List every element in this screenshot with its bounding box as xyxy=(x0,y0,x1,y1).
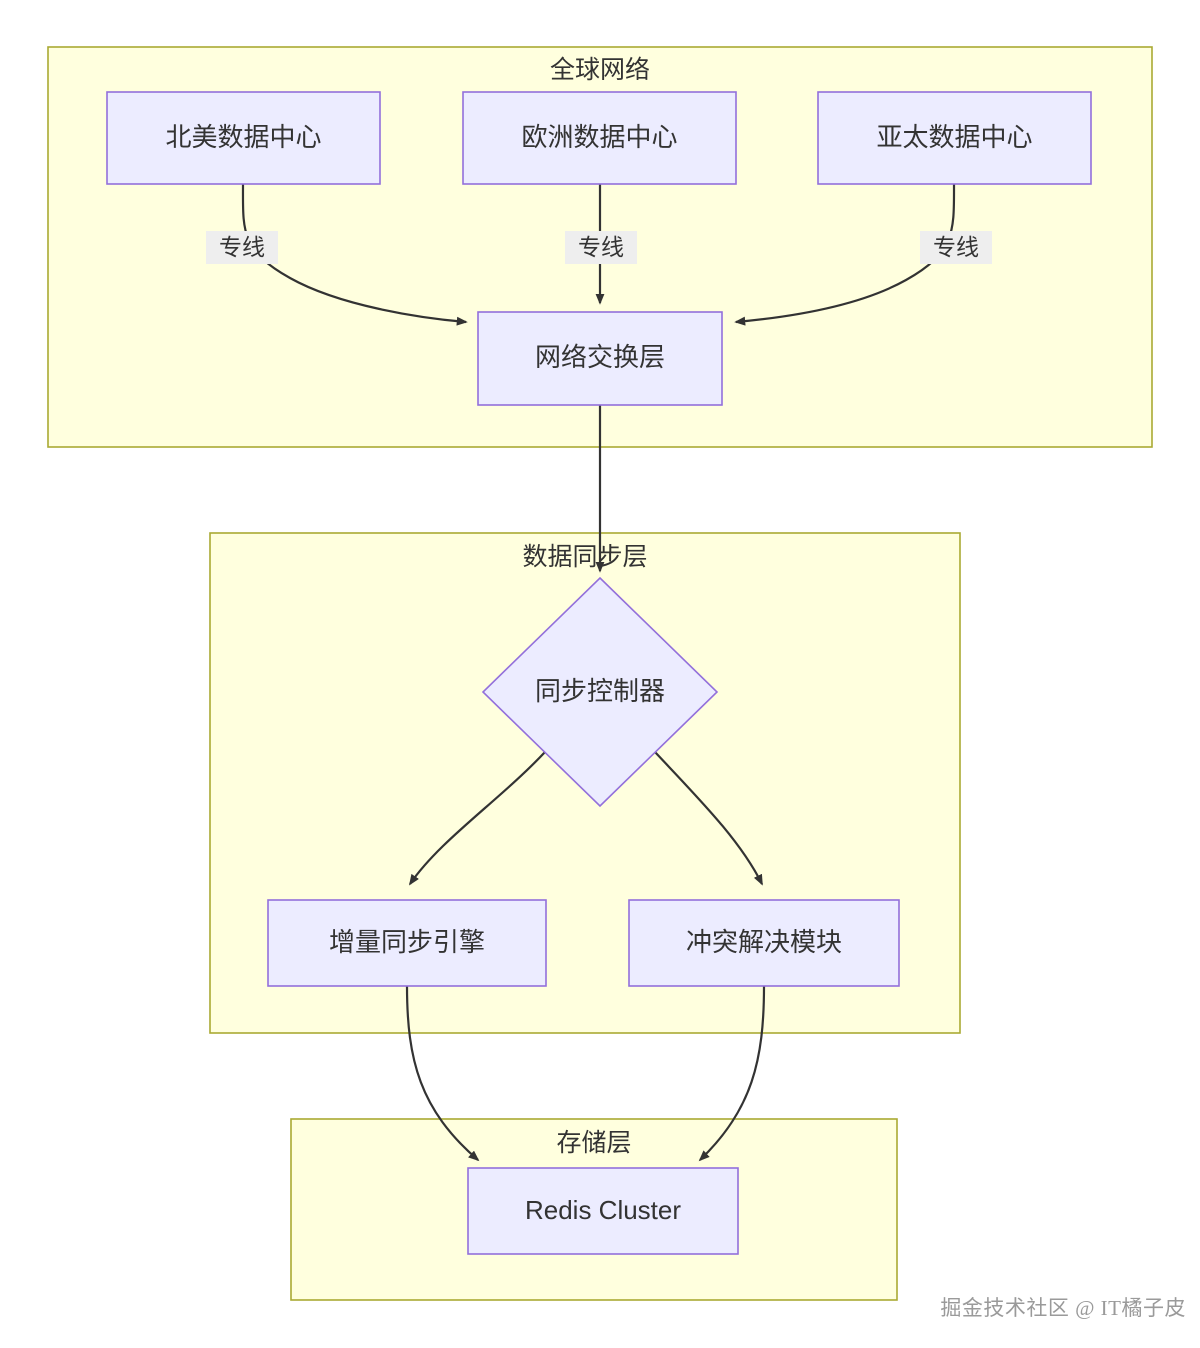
node-delta-sync-engine[interactable]: 增量同步引擎 xyxy=(267,899,547,987)
node-redis-cluster[interactable]: Redis Cluster xyxy=(467,1167,739,1255)
edge-conflict-module-to-redis-cluster xyxy=(698,985,766,1162)
edge-delta-sync-engine-to-redis-cluster xyxy=(405,985,480,1162)
node-switch-layer-rect[interactable] xyxy=(477,311,723,406)
edge-sync-controller-to-conflict-module xyxy=(654,751,763,886)
node-apac-dc-rect[interactable] xyxy=(817,91,1092,185)
svg-text:专线: 专线 xyxy=(933,234,979,260)
edge-sync-controller-to-delta-sync-engine xyxy=(408,751,546,886)
node-sync-controller-label: 同步控制器 xyxy=(535,676,665,706)
node-na-dc-label: 北美数据中心 xyxy=(165,122,321,152)
svg-text:专线: 专线 xyxy=(578,234,624,260)
edge-labels-group: 专线 专线 专线 xyxy=(206,231,992,264)
node-apac-dc[interactable]: 亚太数据中心 xyxy=(817,91,1092,185)
node-eu-dc-rect[interactable] xyxy=(462,91,737,185)
node-na-dc[interactable]: 北美数据中心 xyxy=(106,91,381,185)
cluster-data-sync-layer-title: 数据同步层 xyxy=(522,543,647,571)
node-eu-dc-label: 欧洲数据中心 xyxy=(521,122,677,152)
cluster-global-network-title: 全球网络 xyxy=(550,56,650,84)
edges-group xyxy=(241,183,956,1162)
edge-label-apac-dc: 专线 xyxy=(920,231,992,264)
node-switch-layer-label: 网络交换层 xyxy=(535,342,665,372)
edge-label-eu-dc: 专线 xyxy=(565,231,637,264)
node-delta-sync-engine-rect[interactable] xyxy=(267,899,547,987)
cluster-storage-layer-title: 存储层 xyxy=(556,1129,631,1157)
node-delta-sync-engine-label: 增量同步引擎 xyxy=(329,927,485,957)
node-switch-layer[interactable]: 网络交换层 xyxy=(477,311,723,406)
node-na-dc-rect[interactable] xyxy=(106,91,381,185)
edge-na-dc-to-switch-layer xyxy=(241,183,468,326)
node-apac-dc-label: 亚太数据中心 xyxy=(876,122,1032,152)
node-conflict-module[interactable]: 冲突解决模块 xyxy=(628,899,900,987)
node-redis-cluster-label: Redis Cluster xyxy=(525,1195,681,1225)
node-eu-dc[interactable]: 欧洲数据中心 xyxy=(462,91,737,185)
node-conflict-module-rect[interactable] xyxy=(628,899,900,987)
edge-label-na-dc: 专线 xyxy=(206,231,278,264)
svg-text:专线: 专线 xyxy=(219,234,265,260)
node-sync-controller-diamond[interactable] xyxy=(481,576,719,808)
edge-apac-dc-to-switch-layer xyxy=(734,183,956,326)
node-redis-cluster-rect[interactable] xyxy=(467,1167,739,1255)
node-sync-controller[interactable]: 同步控制器 xyxy=(481,576,719,808)
watermark-text: 掘金技术社区 @ IT橘子皮 xyxy=(940,1296,1186,1320)
node-conflict-module-label: 冲突解决模块 xyxy=(686,927,842,957)
